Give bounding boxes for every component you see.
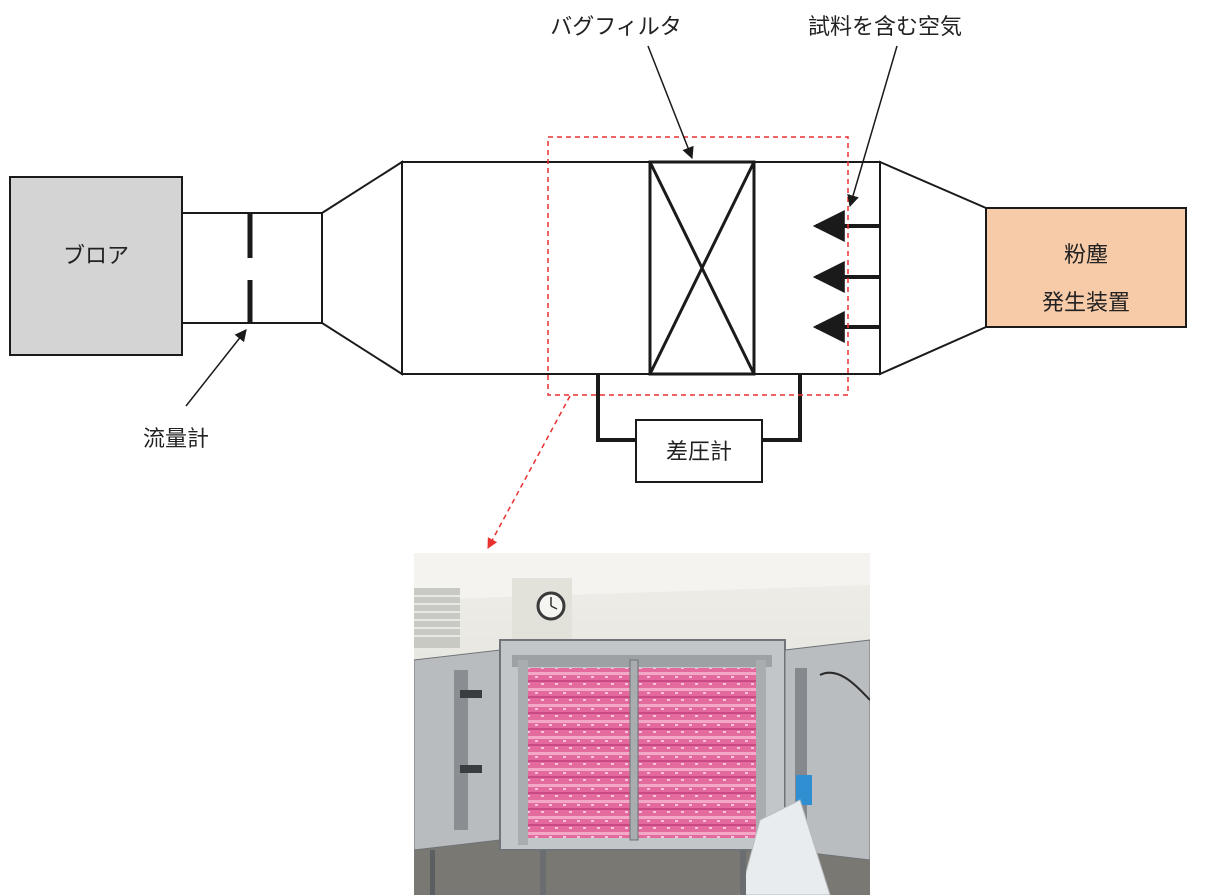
main-chamber <box>401 161 881 375</box>
blower-box <box>9 176 183 356</box>
apparatus-photo <box>414 553 870 895</box>
highlight-pointer <box>487 395 571 549</box>
dust-generator-label-1: 粉塵 <box>1064 243 1108 268</box>
flowmeter-callout-label: 流量計 <box>143 427 209 452</box>
pressure-tap-left <box>596 374 636 442</box>
left-taper <box>321 160 403 376</box>
bag-filter-cross-b <box>648 161 756 375</box>
dust-generator-label-2: 発生装置 <box>1042 291 1130 316</box>
pressure-tap-right <box>762 374 802 442</box>
flowmeter-leader <box>185 329 247 407</box>
dust-generator-box <box>985 207 1187 328</box>
sample-air-callout-label: 試料を含む空気 <box>808 15 962 40</box>
blower-label: ブロア <box>63 244 129 269</box>
diff-pressure-gauge-box <box>635 419 763 483</box>
sample-air-leader <box>847 45 898 208</box>
diff-pressure-gauge-label: 差圧計 <box>666 440 732 465</box>
bag-filter-leader <box>647 45 694 160</box>
bag-filter-callout-label: バグフィルタ <box>550 15 682 40</box>
bag-filter-element <box>648 160 756 376</box>
filter-media <box>528 668 756 838</box>
right-taper <box>879 160 987 376</box>
